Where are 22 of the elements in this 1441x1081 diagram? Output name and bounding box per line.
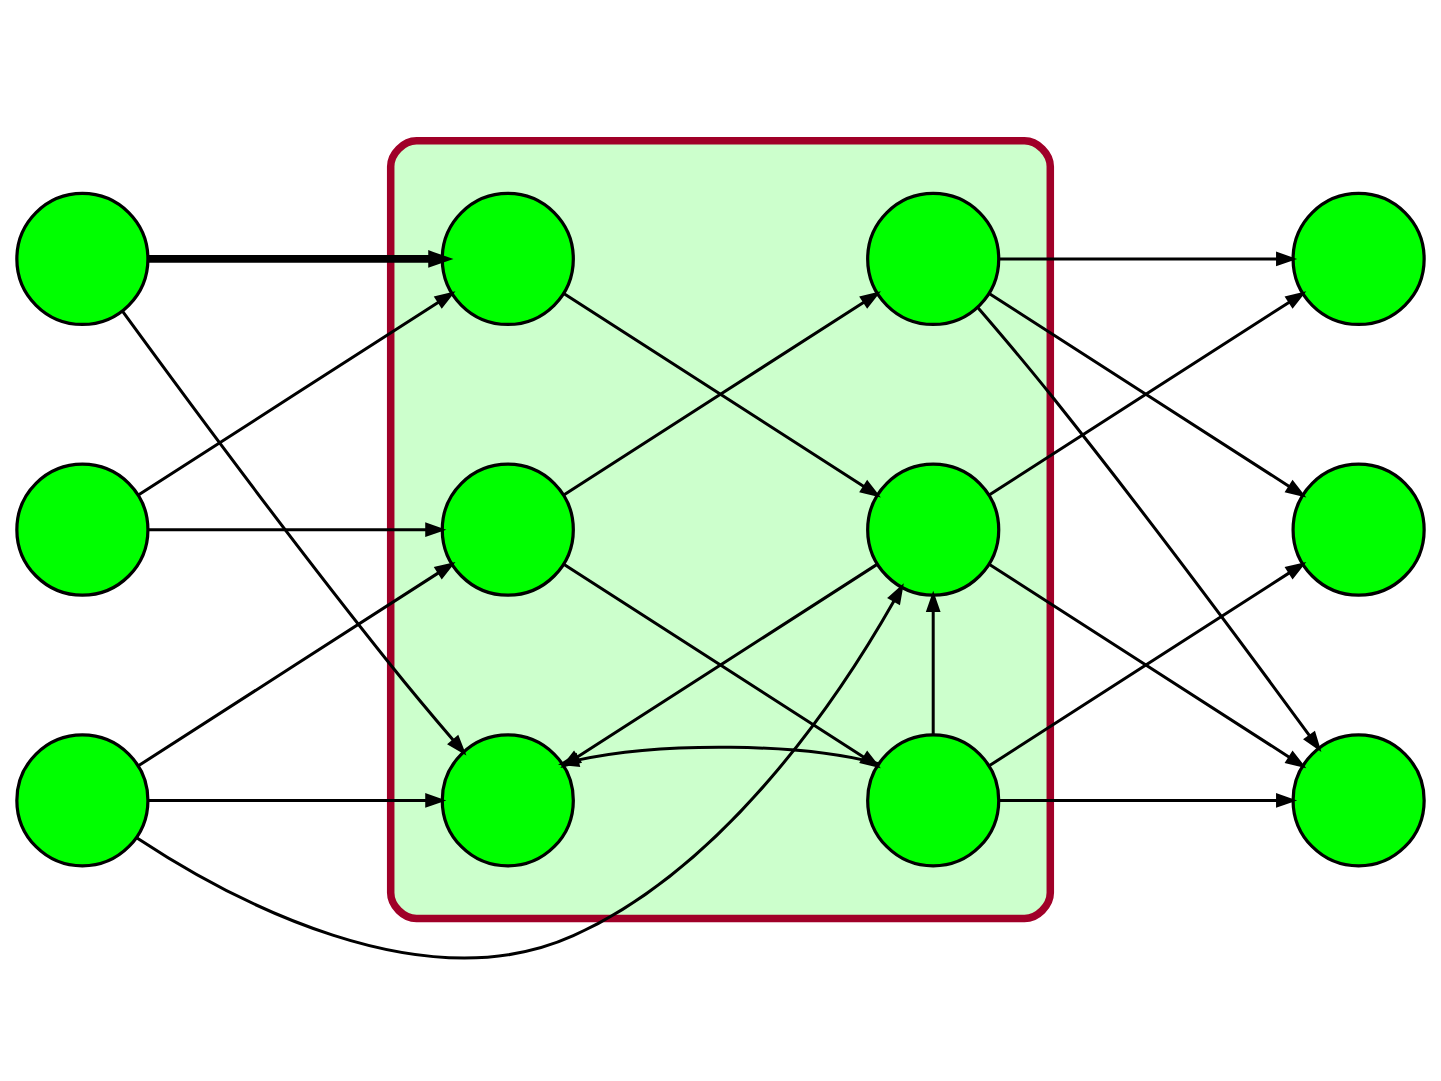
- arrow: [136, 582, 904, 959]
- node-circle: [1291, 191, 1426, 326]
- arrow: [999, 792, 1298, 808]
- arrow: [925, 590, 941, 735]
- arrow: [148, 521, 447, 537]
- arrow: [148, 249, 454, 268]
- arrow: [137, 561, 456, 767]
- arrow: [976, 305, 1322, 752]
- arrow: [999, 251, 1298, 266]
- node-circle: [15, 732, 150, 867]
- node-circle: [1291, 462, 1426, 597]
- cluster: [386, 136, 1055, 922]
- node-circle: [866, 191, 1001, 326]
- node-circle: [866, 732, 1001, 867]
- arrow: [148, 792, 447, 808]
- node-circle: [440, 191, 575, 326]
- arrow: [121, 309, 467, 756]
- arrow: [137, 290, 456, 496]
- node-circle: [15, 191, 150, 326]
- node-circle: [15, 462, 150, 597]
- node-circle: [866, 462, 1001, 597]
- node-circle: [440, 462, 575, 597]
